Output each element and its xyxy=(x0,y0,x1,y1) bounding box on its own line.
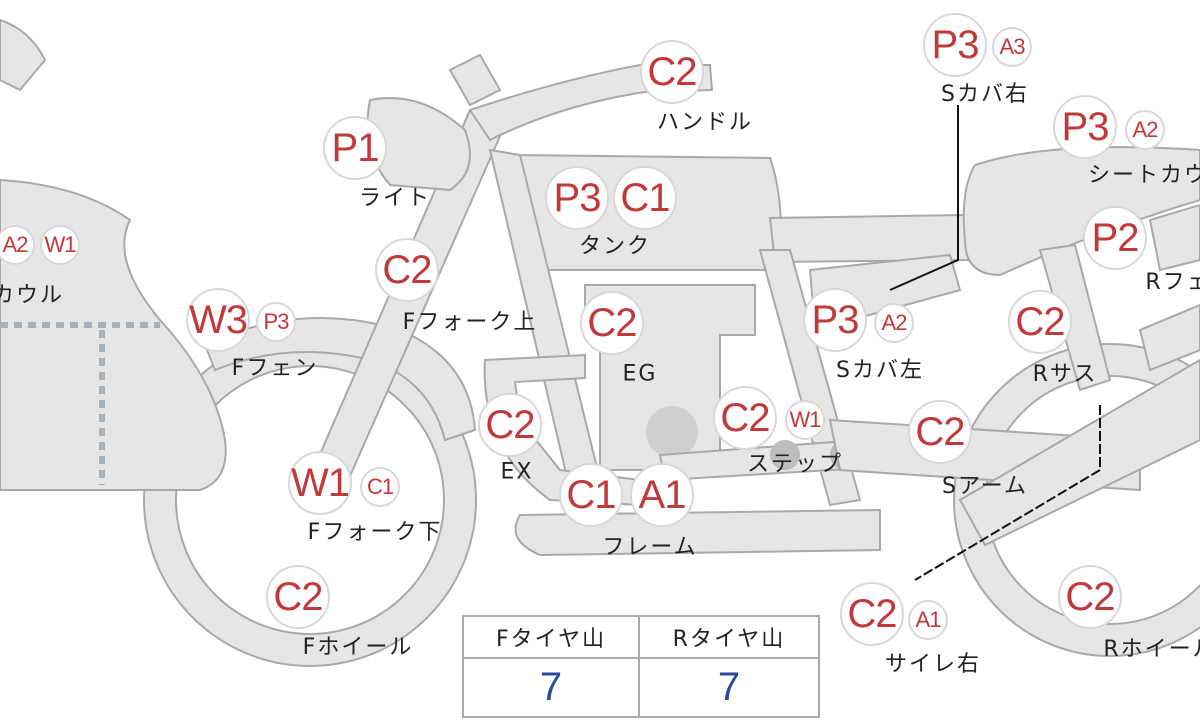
silencer-right-condition-badge: C2 xyxy=(840,582,904,646)
handle-label: ハンドル xyxy=(656,110,754,135)
step-condition-badge: C2 xyxy=(713,386,777,450)
frame-label: フレーム xyxy=(602,535,698,560)
front-fender-shape xyxy=(203,317,477,442)
silencer-right-condition-badge: A1 xyxy=(908,600,948,640)
rear-fender-shape xyxy=(1148,203,1200,272)
front-fender-condition-badge: W3 xyxy=(186,288,250,352)
tank-condition-badge: P3 xyxy=(545,166,609,230)
tank-condition-badge: C1 xyxy=(613,166,677,230)
front-wheel-condition-badge: C2 xyxy=(266,565,330,629)
rear-suspension-condition-badge: C2 xyxy=(1008,290,1072,354)
front-fork-lower-label: Fフォーク下 xyxy=(307,520,443,545)
seat-cowl-condition-badge: P3 xyxy=(1053,95,1117,159)
side-cover-right-label: Sカバ右 xyxy=(941,82,1029,107)
front-fork-upper-label: Fフォーク上 xyxy=(402,310,538,335)
front-wheel-label: Fホイール xyxy=(302,635,414,660)
rear-tire-value: 7 xyxy=(637,657,821,718)
exhaust-condition-badge: C2 xyxy=(478,393,542,457)
front-fender-condition-badge: P3 xyxy=(256,302,296,342)
cowl-condition-badge: A2 xyxy=(0,225,35,265)
swing-arm-label: Sアーム xyxy=(942,474,1028,499)
light-condition-badge: P1 xyxy=(323,116,387,180)
swing-arm-condition-badge: C2 xyxy=(908,400,972,464)
step-label: ステップ xyxy=(746,452,844,477)
cowl-condition-badge: W1 xyxy=(40,225,80,265)
silencer-shape xyxy=(958,358,1200,547)
front-fork-lower-condition-badge: C1 xyxy=(360,467,400,507)
front-fork-lower-condition-badge: W1 xyxy=(288,451,352,515)
silencer-right-label: サイレ右 xyxy=(884,652,982,677)
side-cover-left-label: Sカバ左 xyxy=(836,358,924,383)
side-cover-right-condition-badge: A3 xyxy=(992,27,1032,67)
rear-suspension-label: Rサス xyxy=(1032,362,1098,387)
side-cover-right-condition-badge: P3 xyxy=(923,13,987,77)
rear-fender-label: Rフェン xyxy=(1145,270,1200,295)
cowl-label: カウル xyxy=(0,283,65,308)
step-condition-badge: W1 xyxy=(785,400,825,440)
side-cover-left-condition-badge: P3 xyxy=(803,288,867,352)
front-fork-upper-condition-badge: C2 xyxy=(375,238,439,302)
front-fender-label: Fフェン xyxy=(231,356,319,381)
front-tire-value: 7 xyxy=(462,657,640,718)
handle-condition-badge: C2 xyxy=(640,40,704,104)
tank-label: タンク xyxy=(578,234,652,259)
rear-fender-condition-badge: P2 xyxy=(1083,206,1147,270)
seat-cowl-condition-badge: A2 xyxy=(1125,110,1165,150)
front-tire-header: Fタイヤ山 xyxy=(462,615,640,659)
rear-tire-header: Rタイヤ山 xyxy=(637,615,821,659)
exhaust-label: EX xyxy=(500,459,534,485)
rear-wheel-condition-badge: C2 xyxy=(1058,565,1122,629)
frame-condition-badge: C1 xyxy=(559,463,623,527)
tire-tread-table: Fタイヤ山 Rタイヤ山 7 7 xyxy=(462,615,821,718)
engine-condition-badge: C2 xyxy=(580,291,644,355)
engine-label: EG xyxy=(622,361,658,387)
seat-cowl-label: シートカウル xyxy=(1087,163,1200,188)
light-label: ライト xyxy=(358,186,432,211)
side-cover-left-condition-badge: A2 xyxy=(874,303,914,343)
rear-wheel-label: Rホイール xyxy=(1103,637,1200,662)
frame-condition-badge: A1 xyxy=(630,463,694,527)
seat-shape xyxy=(768,213,970,264)
